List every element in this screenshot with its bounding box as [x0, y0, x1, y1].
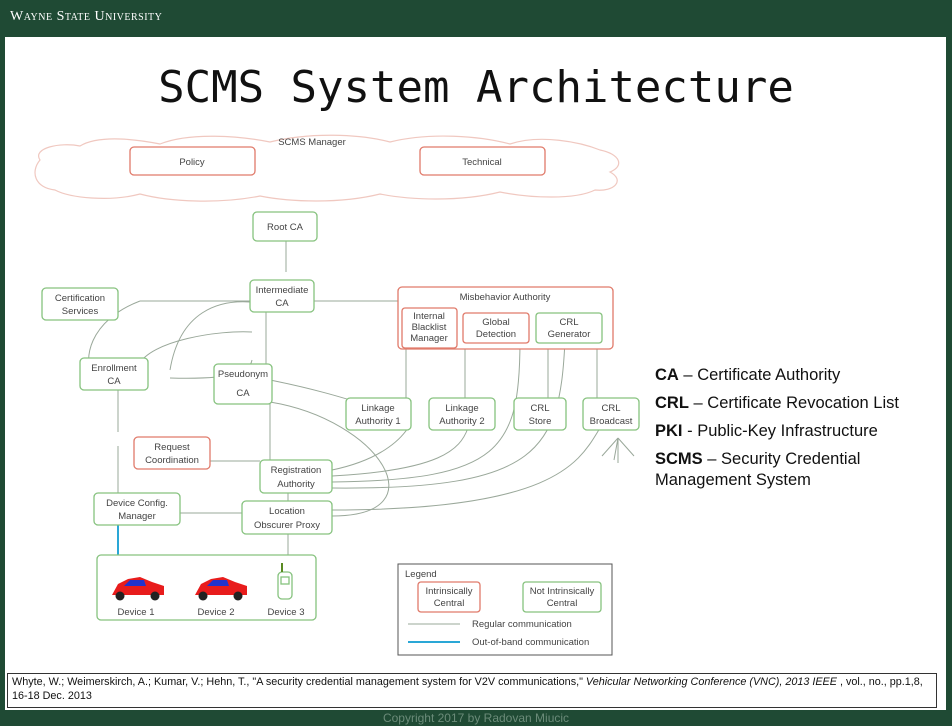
svg-text:Not Intrinsically: Not Intrinsically [530, 586, 595, 597]
scms-manager-label: SCMS Manager [278, 137, 346, 148]
root-ca-node: Root CA [252, 211, 318, 242]
svg-text:Location: Location [269, 506, 305, 517]
registration-authority-node: Registration Authority [259, 459, 333, 494]
glossary-item-ca: CA – Certificate Authority [655, 366, 841, 384]
legend-noncentral: Not Intrinsically Central [522, 581, 602, 613]
linkage-authority-2-node: Linkage Authority 2 [428, 397, 496, 431]
svg-text:Certification: Certification [55, 293, 105, 304]
svg-text:Device 2: Device 2 [198, 607, 235, 618]
linkage-authority-1-node: Linkage Authority 1 [345, 397, 412, 431]
header-bar: Wayne State University [0, 0, 952, 37]
svg-text:CRL: CRL [559, 317, 578, 328]
internal-blacklist-manager-node: Internal Blacklist Manager [401, 307, 458, 349]
svg-text:Enrollment: Enrollment [91, 363, 137, 374]
svg-text:Linkage: Linkage [361, 403, 394, 414]
crl-broadcast-node: CRL Broadcast [582, 397, 640, 431]
svg-text:Manager: Manager [118, 511, 156, 522]
svg-text:Authority 2: Authority 2 [439, 416, 484, 427]
certification-services-node: Certification Services [41, 287, 119, 321]
location-obscurer-proxy-node: Location Obscurer Proxy [241, 500, 333, 535]
frame-left [0, 37, 5, 726]
svg-text:Generator: Generator [548, 329, 591, 340]
svg-text:Internal: Internal [413, 311, 445, 322]
glossary-item-crl: CRL – Certificate Revocation List [655, 394, 899, 412]
crl-store-node: CRL Store [513, 397, 567, 431]
enrollment-ca-node: Enrollment CA [79, 357, 149, 391]
request-coordination-node: Request Coordination [133, 436, 211, 470]
regular-connections [88, 241, 635, 556]
device-config-manager-node: Device Config. Manager [93, 492, 181, 526]
svg-text:CA: CA [236, 388, 250, 399]
svg-text:Policy: Policy [179, 157, 205, 168]
car-icon [112, 577, 164, 601]
svg-text:Store: Store [529, 416, 552, 427]
svg-text:CRL: CRL [601, 403, 620, 414]
slide-title: SCMS System Architecture [158, 62, 794, 113]
svg-text:Pseudonym: Pseudonym [218, 369, 268, 380]
footer-bar: Copyright 2017 by Radovan Miucic [0, 710, 952, 726]
svg-text:Intrinsically: Intrinsically [426, 586, 473, 597]
svg-text:Obscurer Proxy: Obscurer Proxy [254, 520, 320, 531]
frame-right [946, 37, 952, 726]
legend: Legend Intrinsically Central Not Intrins… [397, 563, 613, 656]
intermediate-ca-node: Intermediate CA [249, 279, 315, 313]
handheld-device-icon [277, 563, 293, 600]
svg-text:Global: Global [482, 317, 509, 328]
svg-text:Linkage: Linkage [445, 403, 478, 414]
svg-text:Central: Central [434, 598, 465, 609]
svg-text:Detection: Detection [476, 329, 516, 340]
pseudonym-ca-node: Pseudonym CA [213, 363, 273, 405]
svg-text:Broadcast: Broadcast [590, 416, 633, 427]
legend-title: Legend [405, 569, 437, 580]
svg-text:CA: CA [107, 376, 121, 387]
svg-text:Device 3: Device 3 [268, 607, 305, 618]
svg-text:Manager: Manager [410, 333, 448, 344]
glossary-item-pki: PKI - Public-Key Infrastructure [655, 422, 878, 440]
university-name: Wayne State University [10, 9, 163, 24]
crl-generator-node: CRL Generator [535, 312, 603, 344]
car-icon [195, 577, 247, 601]
technical-node: Technical [419, 146, 546, 176]
svg-text:Intermediate: Intermediate [256, 285, 309, 296]
policy-node: Policy [129, 146, 256, 176]
svg-text:CRL: CRL [530, 403, 549, 414]
svg-text:Device Config.: Device Config. [106, 498, 168, 509]
svg-text:Root CA: Root CA [267, 222, 304, 233]
scms-manager-cloud [34, 134, 620, 202]
glossary: CA – Certificate Authority CRL – Certifi… [655, 365, 950, 498]
devices-group: Device 1 Device 2 Device 3 [96, 554, 317, 621]
legend-central: Intrinsically Central [417, 581, 481, 613]
svg-text:Authority: Authority [277, 479, 315, 490]
svg-text:Request: Request [154, 442, 190, 453]
svg-text:Coordination: Coordination [145, 455, 199, 466]
svg-text:Technical: Technical [462, 157, 502, 168]
svg-text:CA: CA [275, 298, 289, 309]
global-detection-node: Global Detection [462, 312, 530, 344]
svg-text:Registration: Registration [271, 465, 322, 476]
legend-oob-label: Out-of-band communication [472, 637, 589, 648]
copyright-text: Copyright 2017 by Radovan Miucic [382, 711, 570, 725]
citation-box: Whyte, W.; Weimerskirch, A.; Kumar, V.; … [7, 673, 937, 708]
svg-text:Central: Central [547, 598, 578, 609]
svg-text:Device 1: Device 1 [118, 607, 155, 618]
svg-text:Services: Services [62, 306, 99, 317]
svg-text:Misbehavior Authority: Misbehavior Authority [460, 292, 551, 303]
legend-regular-label: Regular communication [472, 619, 572, 630]
glossary-item-scms: SCMS – Security Credential Management Sy… [655, 450, 861, 489]
svg-text:Authority 1: Authority 1 [355, 416, 400, 427]
svg-text:Blacklist: Blacklist [412, 322, 447, 333]
scms-architecture-diagram: SCMS Manager Policy Technical [34, 134, 640, 656]
